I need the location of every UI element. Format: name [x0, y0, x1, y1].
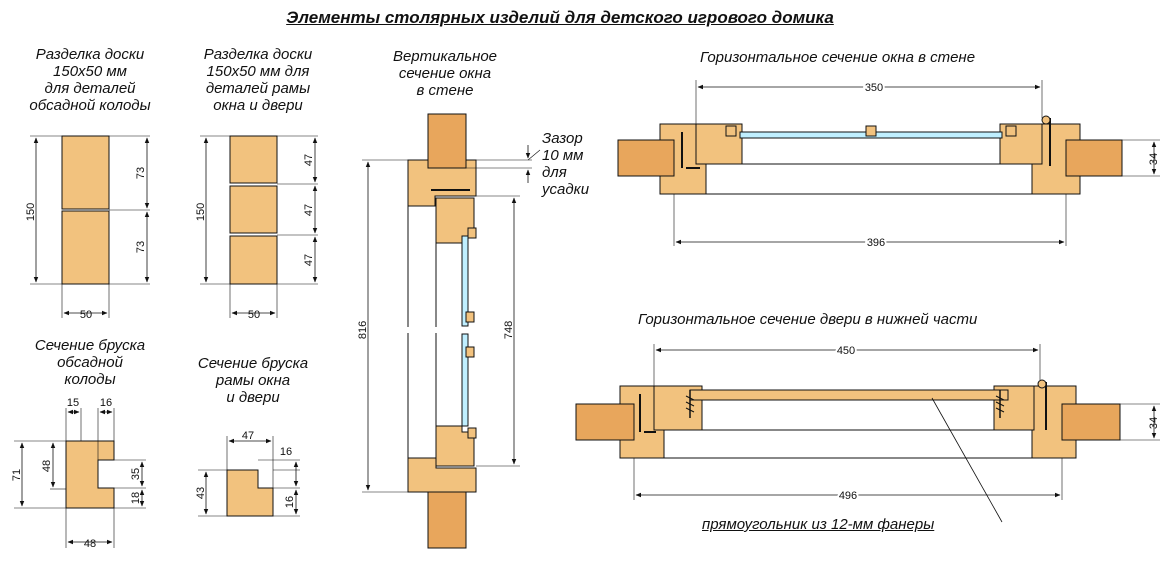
caption-line: 10 мм [542, 147, 584, 164]
mid-break [403, 327, 483, 333]
bar2-caption: Сечение бруска рамы окна и двери [183, 355, 323, 406]
window-hinge [1041, 115, 1051, 125]
window-side-dim: 34 [1148, 153, 1160, 165]
caption-line: Вертикальное [392, 48, 498, 65]
caption-line: в стене [416, 82, 474, 99]
left-wall-log [617, 139, 675, 177]
board2-piece-1 [229, 135, 278, 184]
bar1-dim-35: 35 [130, 468, 142, 480]
screw-left-icon [685, 390, 695, 418]
upper-wall-log [427, 113, 467, 169]
board1-width-dim: 50 [80, 309, 92, 321]
vertical-total-dim: 816 [357, 321, 369, 339]
plywood-panel [689, 389, 1009, 401]
bar2-drawing [198, 436, 300, 517]
plywood-caption: прямоугольник из 12-мм фанеры [702, 516, 935, 533]
bar1-dim-71: 71 [11, 469, 23, 481]
caption-line: для [542, 164, 567, 181]
caption-line: рамы окна [215, 372, 291, 389]
door-horizontal-caption: Горизонтальное сечение двери в нижней ча… [638, 311, 978, 328]
board2-piece-3 [229, 235, 278, 285]
board1-height-dim: 150 [25, 203, 37, 221]
board2-width-dim: 50 [248, 309, 260, 321]
caption-line: колоды [64, 371, 116, 388]
bar1-dim-48-bottom: 48 [84, 538, 96, 550]
caption-line: для деталей [44, 80, 136, 97]
door-side-dim: 34 [1148, 417, 1160, 429]
caption-line: Сечение бруска [34, 337, 146, 354]
bar1-caption: Сечение бруска обсадной колоды [20, 337, 160, 388]
bar1-dim-15: 15 [67, 397, 79, 409]
vertical-inner-dim: 748 [503, 321, 515, 339]
board1-piece-bottom [61, 210, 110, 285]
bar1-dim-48-left: 48 [41, 460, 53, 472]
lower-stop [467, 427, 477, 439]
board2-caption: Разделка доски 150х50 мм для деталей рам… [183, 46, 333, 114]
page-title: Элементы столярных изделий для детского … [286, 8, 834, 27]
gap-caption: Зазор 10 мм для усадки [542, 130, 589, 198]
window-top-dim: 350 [865, 82, 883, 94]
window-horizontal-caption: Горизонтальное сечение окна в стене [700, 49, 976, 66]
lower-glass [461, 333, 469, 427]
caption-line: усадки [542, 181, 590, 198]
caption-line: сечение окна [398, 65, 492, 82]
board2-piece3-dim: 47 [303, 254, 315, 266]
glazing-bead-center [865, 125, 877, 137]
right-wall-log [1065, 139, 1123, 177]
lower-stop-top [465, 346, 475, 358]
bar1-dim-16: 16 [100, 397, 112, 409]
window-horizontal-drawing [617, 80, 1160, 246]
board2-drawing [200, 135, 318, 318]
door-inner-opening [663, 429, 1033, 459]
door-top-dim: 450 [837, 345, 855, 357]
bar2-dim-47: 47 [242, 430, 254, 442]
window-bottom-dim: 396 [867, 237, 885, 249]
caption-line: 150х50 мм [53, 63, 127, 80]
stop-top [467, 227, 477, 239]
door-left-wall-log [575, 403, 635, 441]
glazing-bead-left [725, 125, 737, 137]
board1-caption: Разделка доски 150х50 мм для деталей обс… [15, 46, 165, 114]
caption-line: и двери [226, 389, 280, 406]
bar1-drawing [14, 408, 146, 548]
board1-piece-top [61, 135, 110, 210]
bar1-dim-18: 18 [130, 492, 142, 504]
board2-piece2-dim: 47 [303, 204, 315, 216]
bar2-dim-16-bottom: 16 [284, 496, 296, 508]
window-inner-opening [705, 163, 1033, 195]
board2-height-dim: 150 [195, 203, 207, 221]
lower-wall-log [427, 491, 467, 549]
board2-piece1-dim: 47 [303, 154, 315, 166]
door-right-wall-log [1061, 403, 1121, 441]
caption-line: 150х50 мм для [206, 63, 310, 80]
vertical-caption: Вертикальное сечение окна в стене [375, 48, 515, 99]
caption-line: Разделка доски [35, 46, 145, 63]
screw-right-icon [995, 390, 1005, 418]
caption-line: Зазор [542, 130, 583, 147]
caption-line: окна и двери [213, 97, 303, 114]
upper-stop [465, 311, 475, 323]
door-horizontal-drawing [575, 344, 1160, 523]
door-hinge [1037, 379, 1047, 389]
board1-top-dim: 73 [135, 167, 147, 179]
door-bottom-dim: 496 [839, 490, 857, 502]
board1-bottom-dim: 73 [135, 241, 147, 253]
caption-line: деталей рамы [205, 80, 311, 97]
bar2-profile [226, 469, 274, 517]
caption-line: обсадной [57, 354, 123, 371]
board2-piece-2 [229, 185, 278, 234]
vertical-section-drawing [362, 113, 541, 549]
caption-line: обсадной колоды [29, 97, 151, 114]
bar2-dim-16-top: 16 [280, 446, 292, 458]
board1-drawing [30, 135, 150, 318]
caption-line: Сечение бруска [197, 355, 309, 372]
glazing-bead-right [1005, 125, 1017, 137]
caption-line: Разделка доски [203, 46, 313, 63]
upper-glass [461, 235, 469, 327]
plywood-leader [931, 397, 1003, 523]
bar2-dim-43: 43 [195, 487, 207, 499]
